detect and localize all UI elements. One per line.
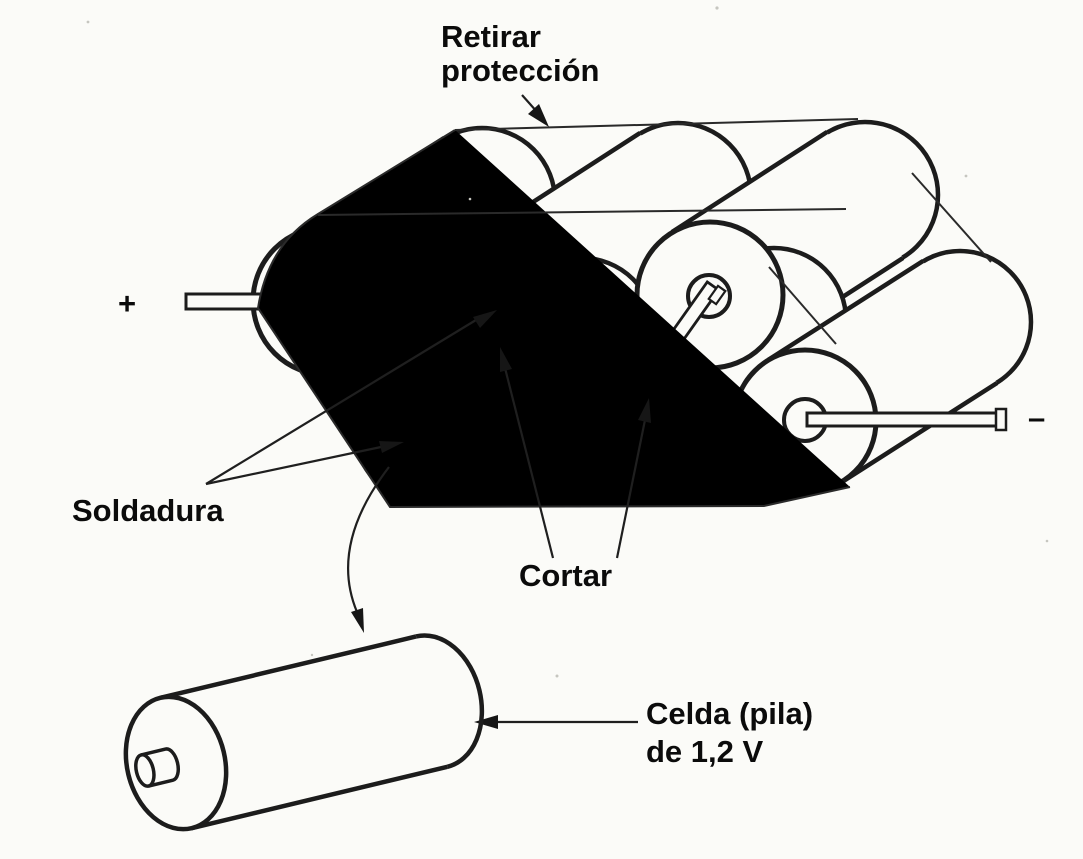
negative-lead [805,407,1008,432]
label-cell-line2: de 1,2 V [646,734,763,769]
scan-speckles [86,6,1049,678]
arrow-cut-left [500,347,555,559]
arrow-cut-right [615,398,651,559]
label-solder: Soldadura [72,493,224,528]
single-cell-terminal-nub [134,747,181,788]
arrow-solder-to-terminal [205,441,404,486]
label-positive-sign: + [118,286,136,321]
label-remove-protection-line2: protección [441,53,599,88]
arrow-remove-protection [521,94,549,127]
single-cell-drawing [123,633,485,832]
annotation-arrows [205,94,651,729]
figure-labels: Retirar protección + – Soldadura Cortar … [72,19,1045,769]
arrow-cell-label [474,715,638,729]
protective-wrap-outline [256,118,992,509]
single-cell-back-cap [415,633,485,769]
label-cut: Cortar [519,558,612,593]
arrow-solder-to-strap [205,310,497,485]
label-negative-sign: – [1028,400,1045,435]
arrow-extract-cell [347,466,390,633]
label-remove-protection-line1: Retirar [441,19,541,54]
label-cell-line1: Celda (pila) [646,696,813,731]
